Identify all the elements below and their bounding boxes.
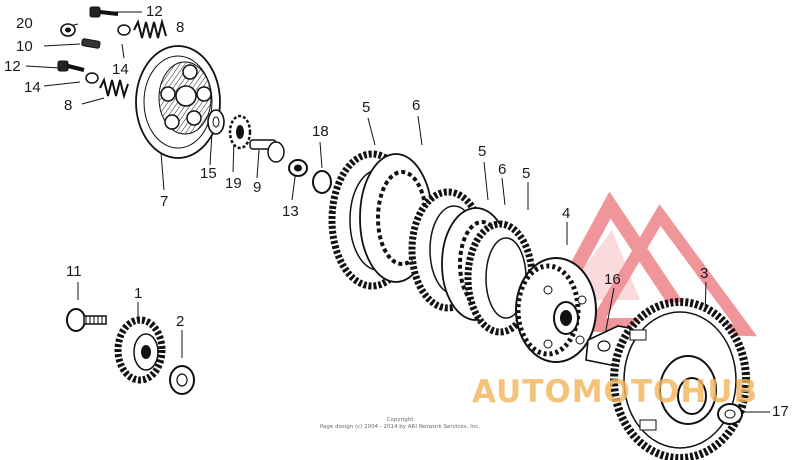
part-2-washer: [169, 365, 195, 395]
callout-14-left: 14: [24, 79, 41, 96]
part-7-pressure-plate: [135, 45, 221, 159]
callout-5-b: 5: [478, 143, 487, 160]
part-3-clutch-outer: [610, 298, 750, 460]
callout-13: 13: [282, 203, 299, 220]
callout-9: 9: [253, 179, 262, 196]
part-14-washer-left: [85, 72, 99, 84]
copyright-notice: Copyright Page design (c) 2004 - 2014 by…: [300, 417, 500, 432]
part-19-bearing: [228, 114, 252, 150]
part-20-nut: [60, 23, 76, 37]
part-18-washer: [312, 170, 332, 194]
part-8-spring-left: [99, 77, 129, 100]
part-12-bolt-left: [57, 60, 85, 72]
callout-12-left: 12: [4, 58, 21, 75]
callout-2: 2: [176, 313, 185, 330]
callout-14-right: 14: [112, 61, 129, 78]
part-14-washer-top: [117, 24, 131, 36]
part-8-spring-top: [133, 18, 167, 39]
callout-8-top: 8: [176, 19, 185, 36]
callout-1: 1: [134, 285, 143, 302]
callout-15: 15: [200, 165, 217, 182]
callout-19: 19: [225, 175, 242, 192]
part-12-bolt-top: [89, 6, 119, 18]
callout-11: 11: [66, 263, 82, 280]
copyright-text: Page design (c) 2004 - 2014 by ARI Netwo…: [319, 424, 481, 431]
callout-6-a: 6: [412, 97, 421, 114]
watermark-text: AUTOMOTOHUB: [472, 374, 759, 410]
part-17-washer-hole: [724, 409, 736, 419]
part-1-gear: [114, 316, 166, 384]
callout-4: 4: [562, 205, 571, 222]
part-11-bolt: [66, 308, 107, 332]
callout-7: 7: [160, 193, 169, 210]
callout-12-top: 12: [146, 3, 163, 20]
callout-18: 18: [312, 123, 329, 140]
callout-17: 17: [772, 403, 789, 420]
callout-5-c: 5: [522, 165, 531, 182]
part-9-lifter-piece: [249, 139, 285, 163]
part-15-washer-hole: [212, 116, 220, 128]
part-4-clutch-center: [515, 257, 597, 363]
copyright-title: Copyright: [386, 417, 414, 423]
callout-16: 16: [604, 271, 621, 288]
callout-8-left: 8: [64, 97, 73, 114]
callout-3: 3: [700, 265, 709, 282]
callout-10: 10: [16, 38, 33, 55]
callout-6-b: 6: [498, 161, 507, 178]
callout-20: 20: [16, 15, 33, 32]
part-10-pin: [81, 38, 101, 49]
part-13-nut: [288, 159, 308, 177]
callout-5-a: 5: [362, 99, 371, 116]
